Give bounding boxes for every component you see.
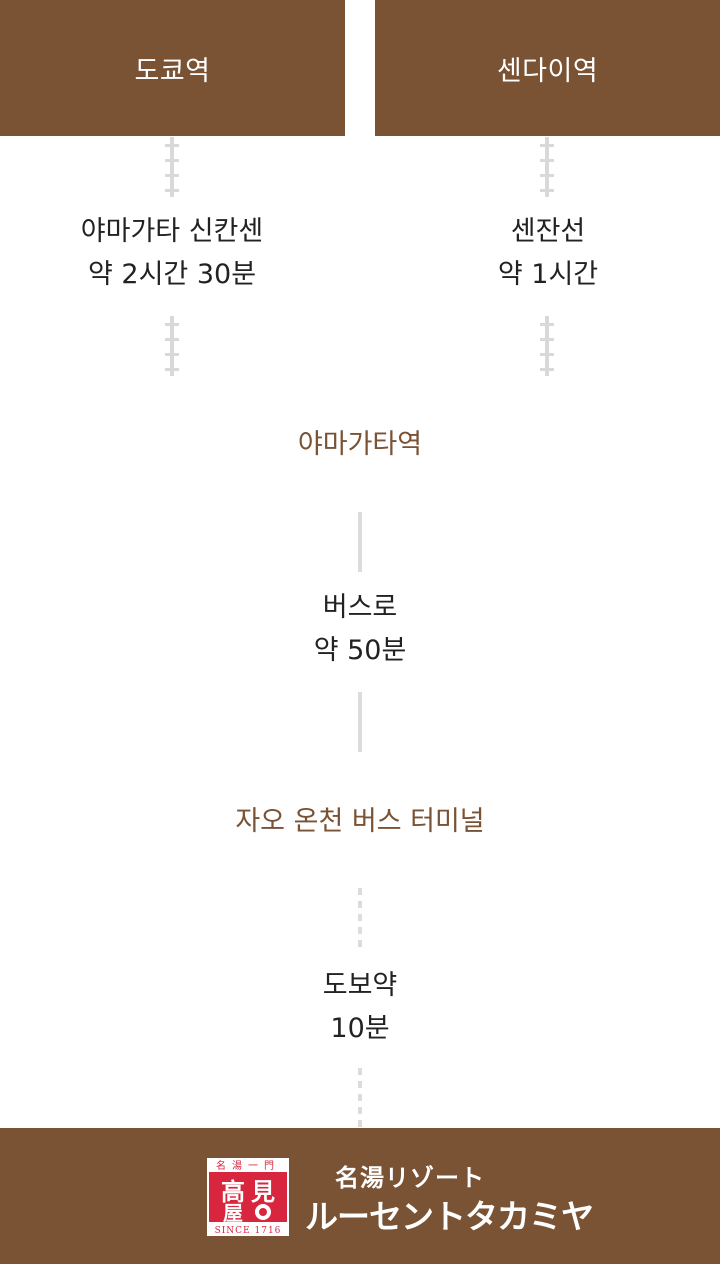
svg-text:高: 高	[221, 1178, 245, 1206]
route-tokyo-time: 약 2시간 30분	[87, 259, 257, 290]
rail-track-icon	[540, 137, 554, 197]
rail-track-icon	[165, 137, 179, 197]
route-sendai-time: 약 1시간	[497, 259, 599, 290]
station-yamagata: 야마가타역	[297, 429, 423, 460]
rail-track-icon	[540, 316, 554, 376]
bus-line-bottom	[358, 692, 362, 752]
route-sendai-line: 센잔선	[510, 216, 586, 247]
svg-text:SINCE 1716: SINCE 1716	[215, 1226, 282, 1236]
rail-track-icon	[165, 316, 179, 376]
route-walk-info: 도보약 10분	[210, 964, 510, 1050]
route-bus-line: 버스로	[322, 592, 398, 623]
brand-subtitle: 名湯リゾート	[335, 1163, 485, 1192]
station-zao-bus-terminal: 자오 온천 버스 터미널	[235, 806, 485, 837]
route-walk-line: 도보약	[322, 970, 398, 1001]
route-tokyo-info: 야마가타 신칸센 약 2시간 30분	[22, 210, 322, 296]
svg-text:屋: 屋	[223, 1201, 243, 1225]
route-bus-time: 약 50분	[313, 635, 407, 666]
walk-line-top	[358, 888, 362, 948]
route-tokyo-line: 야마가타 신칸센	[80, 216, 264, 247]
route-sendai-info: 센잔선 약 1시간	[398, 210, 698, 296]
svg-text:見: 見	[251, 1178, 275, 1206]
origin-tokyo-station: 도쿄역	[0, 0, 345, 136]
hotel-seal-logo-icon: 名湯一門 高 見 屋 SINCE 1716	[207, 1158, 289, 1236]
walk-line-bottom	[358, 1068, 362, 1128]
svg-text:名湯一門: 名湯一門	[216, 1159, 280, 1172]
origin-tokyo-label: 도쿄역	[134, 55, 211, 87]
route-walk-time: 10분	[330, 1013, 390, 1044]
route-bus-info: 버스로 약 50분	[210, 586, 510, 672]
brand-name: ルーセントタカミヤ	[305, 1197, 594, 1236]
bus-line-top	[358, 512, 362, 572]
origin-sendai-station: 센다이역	[375, 0, 720, 136]
hotel-footer: 名湯一門 高 見 屋 SINCE 1716 名湯リゾート ルーセントタカミヤ	[0, 1128, 720, 1264]
origin-sendai-label: 센다이역	[496, 55, 599, 87]
